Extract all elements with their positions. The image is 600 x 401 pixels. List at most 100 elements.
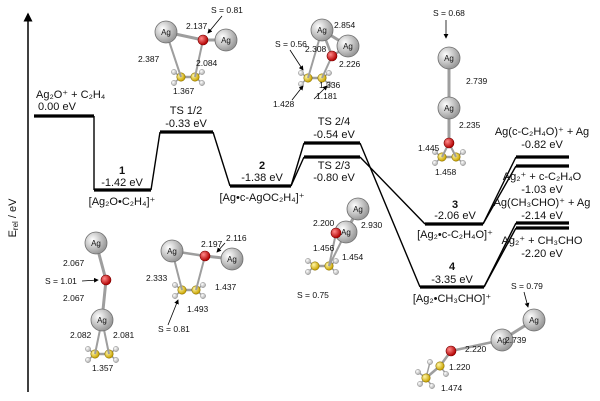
hydrogen-atom xyxy=(460,149,466,155)
p2-name: Ag₂⁺ + c-C₂H₄O xyxy=(503,171,582,183)
carbon-atom xyxy=(310,261,320,271)
bond-length-label: 1.437 xyxy=(215,282,237,292)
hydrogen-atom xyxy=(85,357,91,363)
silver-atom-label: Ag xyxy=(444,54,454,63)
p1-name: Ag(c-C₂H₄O)⁺ + Ag xyxy=(495,126,589,138)
hydrogen-atom xyxy=(298,70,304,76)
silver-atom xyxy=(310,18,334,42)
bond-length-label: 2.200 xyxy=(313,218,335,228)
int3-formula: [Ag₂•c-C₂H₄O]⁺ xyxy=(417,229,493,241)
int1-energy: -1.42 eV xyxy=(101,177,143,189)
hydrogen-atom xyxy=(199,80,205,86)
pointer-arrow xyxy=(289,49,304,71)
bond-length-label: 2.197 xyxy=(201,239,223,249)
silver-atom-label: Ag xyxy=(227,255,237,264)
silver-atom xyxy=(490,328,514,352)
silver-atom-label: Ag xyxy=(343,42,353,51)
bond-length-label: 2.387 xyxy=(138,54,160,64)
hydrogen-atom xyxy=(326,70,332,76)
silver-atom-label: Ag xyxy=(91,239,101,248)
hydrogen-atom xyxy=(200,293,206,299)
ts24-energy: -0.54 eV xyxy=(313,129,355,141)
silver-atom xyxy=(84,231,108,255)
hydrogen-atom xyxy=(113,357,119,363)
int2-formula: [Ag•c-AgOC₂H₄]⁺ xyxy=(219,192,304,204)
carbon-atom xyxy=(435,361,445,371)
bond-length-label: 1.357 xyxy=(92,363,114,373)
silver-atom-label: Ag xyxy=(529,316,539,325)
ts24-name: TS 2/4 xyxy=(318,116,350,128)
hydrogen-atom xyxy=(417,381,423,387)
silver-atom xyxy=(346,197,370,221)
bond-length-label: 2.137 xyxy=(186,21,208,31)
silver-atom-label: Ag xyxy=(97,316,107,325)
hydrogen-atom xyxy=(460,160,466,166)
p2-energy: -1.03 eV xyxy=(521,184,563,196)
silver-atom xyxy=(214,28,238,52)
bond-length-label: 1.367 xyxy=(173,86,195,96)
bond-length-label: 2.308 xyxy=(305,44,327,54)
int3-energy: -2.06 eV xyxy=(434,210,476,222)
bond-length-label: 2.084 xyxy=(196,58,218,68)
bond-length-label: 2.067 xyxy=(63,293,85,303)
silver-atom-label: Ag xyxy=(341,228,351,237)
state-labels: Ag₂O⁺ + C₂H₄ 0.00 eV 1 -1.42 eV [Ag₂O•C₂… xyxy=(36,89,590,305)
bond-length-label: S = 0.81 xyxy=(158,324,190,334)
hydrogen-atom xyxy=(200,282,206,288)
bond-length-label: 2.220 xyxy=(465,344,487,354)
p1-energy: -0.82 eV xyxy=(521,139,563,151)
hydrogen-atom xyxy=(199,69,205,75)
hydrogen-atom xyxy=(427,359,433,365)
bond xyxy=(328,232,337,267)
hydrogen-atom xyxy=(85,346,91,352)
silver-atom xyxy=(220,247,244,271)
bond-length-label: 1.220 xyxy=(449,362,471,372)
bond-length-label: 1.474 xyxy=(441,383,463,393)
bond-length-label: 2.082 xyxy=(70,330,92,340)
oxygen-atom xyxy=(330,227,342,239)
hydrogen-atom xyxy=(432,160,438,166)
bond-length-label: S = 1.01 xyxy=(45,276,77,286)
oxygen-atom xyxy=(443,137,455,149)
bond-length-label: 2.235 xyxy=(459,120,481,130)
hydrogen-atom xyxy=(171,69,177,75)
bond-length-label: 1.458 xyxy=(435,167,457,177)
bond-length-label: 1.454 xyxy=(342,252,364,262)
silver-atom-label: Ag xyxy=(353,205,363,214)
bond-length-label: 2.739 xyxy=(505,335,527,345)
silver-atom xyxy=(160,239,184,263)
p4-name: Ag₂⁺ + CH₃CHO xyxy=(502,235,583,247)
carbon-atom xyxy=(421,373,431,383)
silver-atom xyxy=(437,46,461,70)
oxygen-atom xyxy=(326,50,338,62)
int4-number: 4 xyxy=(449,261,456,273)
pointer-arrow xyxy=(216,242,226,253)
silver-atom-label: Ag xyxy=(444,104,454,113)
bond-length-label: 2.081 xyxy=(113,330,135,340)
hydrogen-atom xyxy=(172,282,178,288)
oxygen-atom xyxy=(100,274,112,286)
bond-length-label: 1.428 xyxy=(273,99,295,109)
bond-length-label: 2.739 xyxy=(466,76,488,86)
p3-energy: -2.14 eV xyxy=(521,210,563,222)
hydrogen-atom xyxy=(298,81,304,87)
pointer-arrow xyxy=(523,291,530,308)
reactants-energy: 0.00 eV xyxy=(38,101,77,113)
hydrogen-atom xyxy=(326,81,332,87)
oxygen-atom xyxy=(199,250,211,262)
reactants-name: Ag₂O⁺ + C₂H₄ xyxy=(36,89,106,101)
ts12-energy: -0.33 eV xyxy=(165,118,207,130)
silver-atom xyxy=(336,34,360,58)
bond-length-label: S = 0.68 xyxy=(433,8,465,18)
bond-length-label: 2.116 xyxy=(226,233,247,243)
hydrogen-atom xyxy=(172,293,178,299)
bond-length-label: 2.067 xyxy=(63,258,85,268)
hydrogen-atom xyxy=(333,269,339,275)
p3-name: Ag(CH₃CHO)⁺ + Ag xyxy=(494,197,591,209)
energy-levels xyxy=(34,114,569,289)
hydrogen-atom xyxy=(171,80,177,86)
connectors xyxy=(93,116,517,288)
int4-energy: -3.35 eV xyxy=(431,274,473,286)
